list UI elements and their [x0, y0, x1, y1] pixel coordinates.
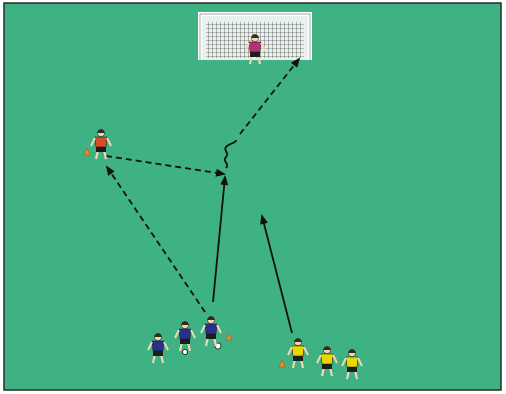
pitch	[4, 3, 501, 390]
